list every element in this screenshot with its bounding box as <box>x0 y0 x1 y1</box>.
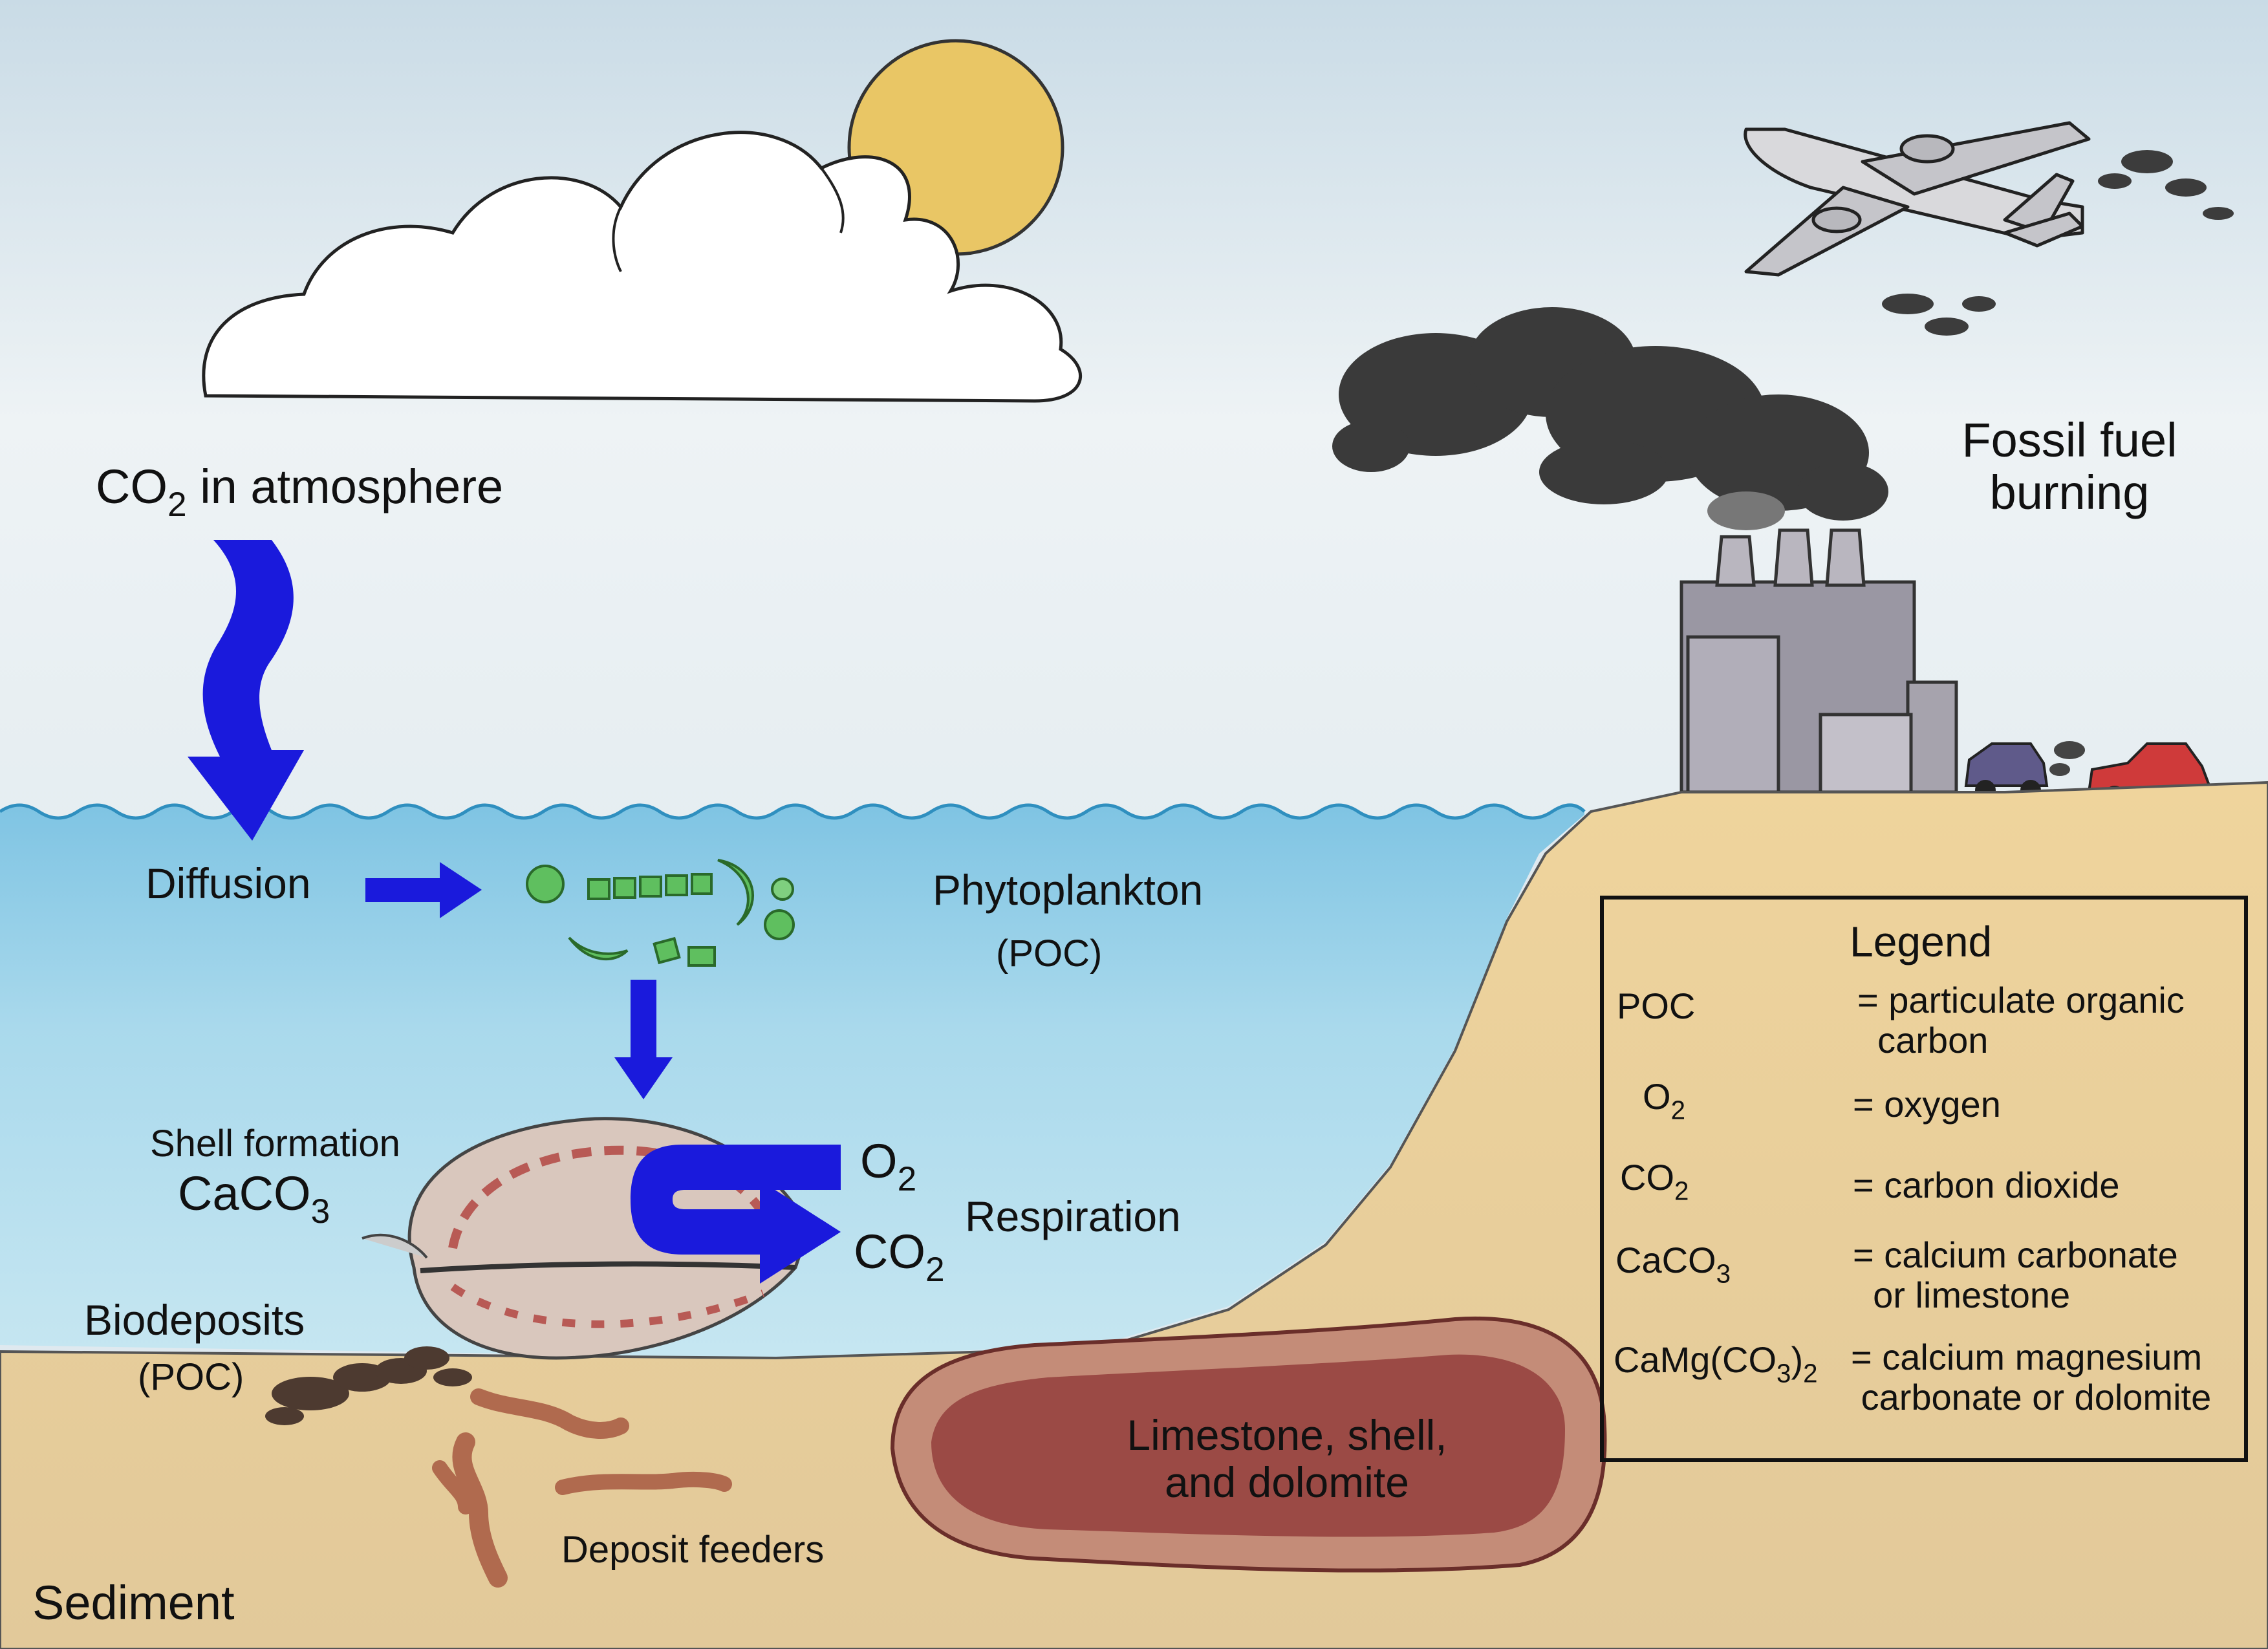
phytoplankton-label: Phytoplankton <box>933 866 1204 914</box>
worms <box>432 1388 732 1588</box>
legend-def-camgco3: = calcium magnesium carbonate or dolomit… <box>1851 1337 2211 1417</box>
legend-def-caco3-line1: = calcium carbonate <box>1853 1234 2178 1275</box>
sand <box>0 781 2268 1649</box>
legend-term-o2-sub: 2 <box>1670 1095 1685 1125</box>
legend-term-co2-prefix: CO <box>1620 1157 1674 1198</box>
factory-smoke <box>1332 307 1888 530</box>
legend-term-o2-prefix: O <box>1643 1076 1671 1117</box>
sediment-label: Sediment <box>32 1576 235 1630</box>
caco3-sub: 3 <box>310 1192 330 1231</box>
o2-label: O2 <box>860 1135 916 1199</box>
diffusion-label: Diffusion <box>146 859 311 907</box>
co2-ocean-label: CO2 <box>854 1225 945 1289</box>
legend-def-camgco3-line2: carbonate or dolomite <box>1861 1376 2212 1417</box>
legend-def-co2: = carbon dioxide <box>1853 1165 2120 1205</box>
respiration-label: Respiration <box>965 1192 1181 1240</box>
legend-term-camgco3-sub2: 2 <box>1803 1358 1818 1388</box>
legend-term-poc: POC <box>1617 986 1695 1026</box>
ocean <box>0 805 1584 1358</box>
airplane <box>1744 121 2091 277</box>
legend-term-caco3: CaCO3 <box>1615 1240 1731 1288</box>
arrow-down <box>614 980 673 1099</box>
legend-term-poc-text: POC <box>1617 986 1696 1026</box>
co2-atmosphere-suffix: in atmosphere <box>200 460 504 513</box>
phytoplankton <box>526 859 795 967</box>
legend-title: Legend <box>1850 918 1993 965</box>
limestone-line1: Limestone, shell, <box>1127 1411 1447 1459</box>
co2-atmosphere-label: CO2 in atmosphere <box>96 460 503 524</box>
phytoplankton-poc-label: (POC) <box>996 932 1103 975</box>
legend-def-poc: = particulate organic carbon <box>1857 980 2185 1060</box>
legend-def-caco3: = calcium carbonate or limestone <box>1853 1235 2178 1315</box>
plane-exhaust <box>1882 150 2234 336</box>
limestone-label: Limestone, shell,and dolomite <box>1067 1412 1507 1505</box>
shell-formation-label: Shell formation <box>150 1123 400 1165</box>
legend-def-caco3-line2: or limestone <box>1873 1274 2071 1315</box>
legend-term-co2-sub: 2 <box>1674 1176 1689 1206</box>
co2-ocean-sub: 2 <box>925 1251 945 1289</box>
biodeposits <box>265 1346 472 1425</box>
legend-def-o2: = oxygen <box>1853 1084 2001 1125</box>
legend-term-camgco3: CaMg(CO3)2 <box>1614 1340 1818 1388</box>
legend-def-poc-line2: carbon <box>1877 1019 1989 1061</box>
co2-ocean-prefix: CO <box>854 1225 925 1278</box>
co2-atmosphere-sub: 2 <box>167 486 187 524</box>
arrow-respiration <box>631 1145 841 1284</box>
caco3-prefix: CaCO <box>178 1167 311 1220</box>
co2-atmosphere-prefix: CO <box>96 460 167 513</box>
legend-term-co2: CO2 <box>1620 1158 1689 1205</box>
arrow-diffusion <box>365 862 482 918</box>
legend-term-caco3-prefix: CaCO <box>1615 1240 1716 1280</box>
biodeposits-poc-label: (POC) <box>138 1356 244 1398</box>
limestone-line2: and dolomite <box>1165 1458 1409 1506</box>
fossil-line1: Fossil fuel <box>1961 413 2177 467</box>
legend-term-o2: O2 <box>1643 1077 1685 1125</box>
o2-sub: 2 <box>897 1160 917 1199</box>
fossil-line2: burning <box>1989 466 2150 520</box>
legend-def-camgco3-line1: = calcium magnesium <box>1851 1337 2203 1377</box>
arrows <box>188 540 841 1284</box>
legend-term-camgco3-sub: 3 <box>1777 1358 1791 1388</box>
deposit-feeders-label: Deposit feeders <box>561 1529 825 1571</box>
limestone-rock <box>890 1316 1607 1573</box>
cloud <box>202 131 1082 403</box>
arrow-atmosphere-to-ocean <box>188 540 304 841</box>
caco3-label: CaCO3 <box>178 1167 330 1231</box>
o2-prefix: O <box>860 1134 898 1188</box>
biodeposits-label: Biodeposits <box>84 1296 305 1344</box>
factory <box>1679 528 1958 794</box>
legend-term-camgco3-prefix: CaMg(CO <box>1614 1339 1777 1380</box>
legend <box>1600 896 2248 1462</box>
car-exhaust <box>2049 741 2085 776</box>
legend-term-camgco3-suffix: ) <box>1791 1339 1804 1380</box>
legend-term-caco3-sub: 3 <box>1716 1258 1731 1289</box>
legend-def-poc-line1: = particulate organic <box>1857 980 2185 1020</box>
